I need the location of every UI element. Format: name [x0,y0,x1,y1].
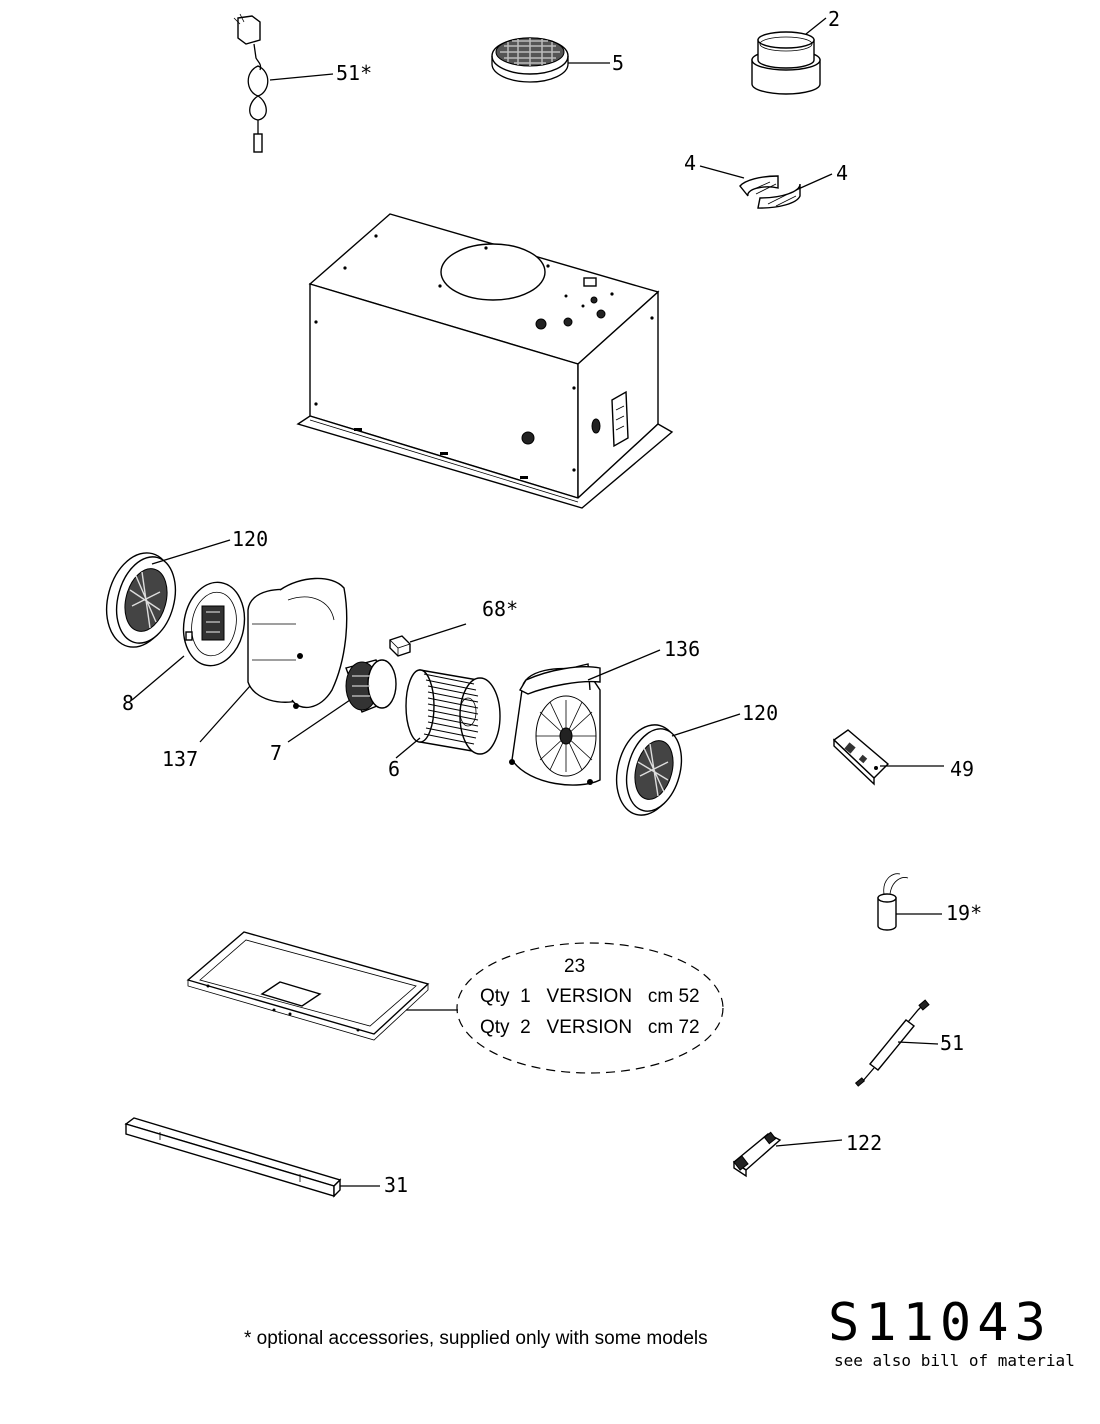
leader-line [775,1139,843,1147]
backdraft-flap-right-part [757,183,801,209]
leader-line [395,737,421,759]
part-label-8: 8 [122,691,134,715]
part-label-2: 2 [828,7,840,31]
leader-line [897,1041,939,1045]
part-label-68-optional: 68* [482,597,518,621]
optional-accessories-footnote: * optional accessories, supplied only wi… [244,1328,708,1349]
drawing-code: S11043 [828,1293,1052,1353]
part-label-120-left: 120 [232,527,268,551]
small-component-part [389,635,411,657]
leader-line [587,649,661,681]
control-board-part [832,729,890,786]
part-label-7: 7 [270,741,282,765]
impeller-wheel-part [405,669,501,755]
part-label-122: 122 [846,1131,882,1155]
part-label-19-optional: 19* [946,901,982,925]
grease-filter-part [186,931,430,1041]
leader-line [805,17,827,35]
part-label-120-right: 120 [742,701,778,725]
version-callout-bubble [456,942,724,1074]
part-label-4-right: 4 [836,161,848,185]
front-profile-bar-part [124,1117,342,1198]
power-cord-part [233,13,269,153]
blower-grille-right-part [615,724,683,816]
round-filter-part [491,37,569,83]
part-label-137: 137 [162,747,198,771]
leader-line [287,699,351,743]
hood-body-housing [296,213,674,509]
leader-line [699,165,745,179]
leader-line [199,685,251,743]
motor-plate-part [182,581,246,667]
leader-line [269,73,334,81]
leader-line [795,173,833,191]
part-label-51-optional: 51* [336,61,372,85]
part-label-31: 31 [384,1173,408,1197]
duct-collar-part [751,31,821,95]
bill-of-material-note: see also bill of material [834,1351,1075,1370]
part-label-6: 6 [388,757,400,781]
part-label-136: 136 [664,637,700,661]
scroll-housing-right-part [509,663,601,786]
leader-line [131,655,185,701]
switch-module-part [732,1131,782,1178]
motor-part [345,659,397,713]
scroll-housing-left-part [247,577,348,709]
leader-line [151,539,231,565]
part-label-51: 51 [940,1031,964,1055]
backdraft-flap-left-part [739,175,779,197]
part-label-5: 5 [612,51,624,75]
leader-line [671,713,741,737]
callout-part-number: 23 [564,956,585,977]
part-label-4-left: 4 [684,151,696,175]
capacitor-part [877,873,909,931]
blower-grille-left-part [105,552,177,648]
leader-line [409,623,467,643]
callout-version-line-1: Qty 1 VERSION cm 52 [480,986,700,1007]
callout-version-line-2: Qty 2 VERSION cm 72 [480,1017,700,1038]
led-lamp-part [854,999,930,1087]
part-label-49: 49 [950,757,974,781]
